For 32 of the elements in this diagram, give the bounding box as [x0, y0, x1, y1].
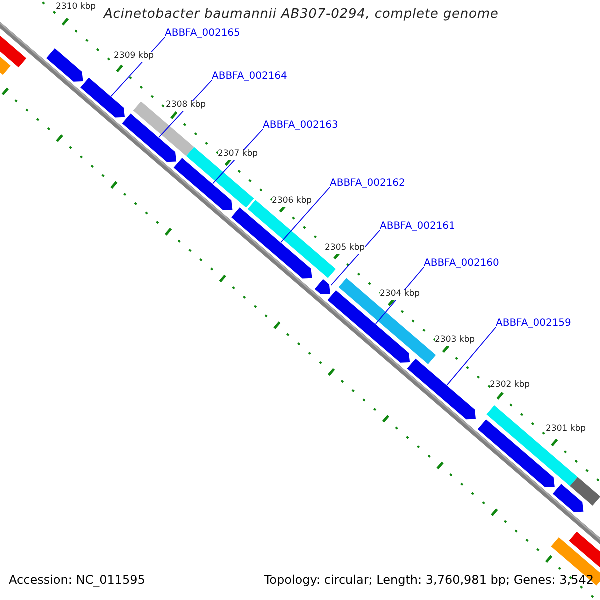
genome-info-text: Topology: circular; Length: 3,760,981 bp; Genes: 3,542	[264, 574, 594, 588]
gene-feature	[232, 208, 312, 279]
gene-label: ABBFA_002163	[263, 120, 338, 132]
gene-label: ABBFA_002160	[424, 258, 500, 270]
gene-label: ABBFA_002165	[165, 28, 240, 40]
tick-label: 2304 kbp	[380, 290, 420, 300]
tick-label: 2310 kbp	[56, 3, 96, 13]
leader-line	[446, 327, 496, 386]
map-title: Acinetobacter baumannii AB307-0294, complete genome	[104, 8, 499, 23]
gene-feature	[407, 358, 476, 420]
tick-label: 2301 kbp	[546, 425, 586, 435]
gene-label: ABBFA_002159	[496, 318, 572, 330]
tick-label: 2305 kbp	[325, 244, 366, 254]
tick-label: 2309 kbp	[114, 52, 154, 62]
gene-feature	[338, 278, 436, 364]
accession-text: Accession: NC_011595	[9, 574, 146, 588]
gene-feature	[80, 78, 125, 118]
tick-label: 2307 kbp	[218, 150, 258, 160]
gene-label: ABBFA_002162	[330, 178, 406, 190]
gene-feature	[174, 158, 233, 210]
leader-line	[330, 230, 380, 286]
tick-label: 2302 kbp	[490, 381, 530, 391]
gene-feature	[552, 484, 584, 512]
gene-label: ABBFA_002164	[212, 71, 288, 82]
gene-feature	[122, 114, 177, 162]
tick-label: 2303 kbp	[435, 336, 476, 346]
leader-line	[280, 187, 330, 243]
tick-label: 2306 kbp	[272, 197, 312, 207]
gene-label: ABBFA_002161	[380, 221, 456, 232]
gene-feature	[570, 477, 600, 506]
tick-label: 2308 kbp	[166, 101, 206, 111]
gene-feature	[46, 48, 84, 82]
